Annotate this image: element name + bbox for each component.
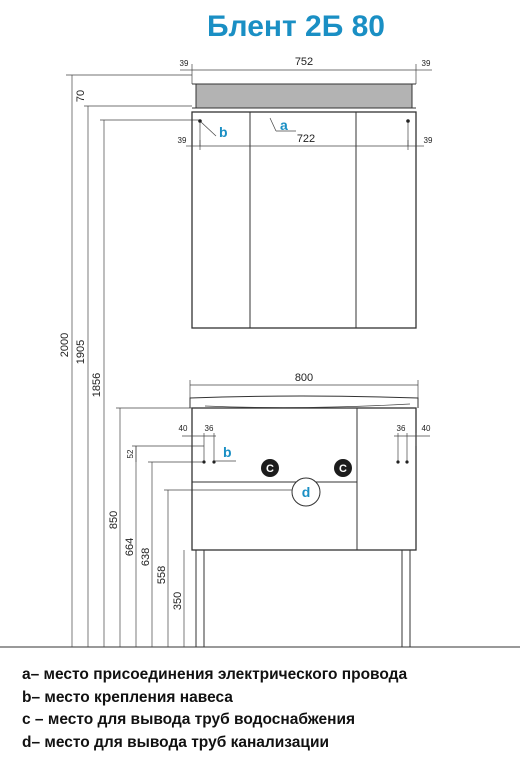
leg-right [401,549,411,648]
vanity-body [191,407,417,551]
dim-2000: 2000 [59,333,71,357]
legend: a– место присоединения электрического пр… [22,664,512,754]
vanity-countertop [189,395,419,408]
mirror-body [191,111,417,329]
drain-marker [291,477,321,507]
hanger-dot-right [406,119,410,123]
vanity-hanger-dot-4 [405,460,409,464]
vanity-hanger-dot-3 [396,460,400,464]
marker-d: d [302,484,311,500]
dim-36-left: 36 [205,424,214,433]
legend-item-c: c – место для вывода труб водоснабжения [22,711,356,728]
hanger-dot-left [198,119,202,123]
vanity-hanger-dot-2 [212,460,216,464]
vanity-cabinet: 800 40 36 b 36 40 C [179,372,431,648]
dim-39-mid-left: 39 [178,136,187,145]
dim-39-mid-right: 39 [424,136,433,145]
water-pipe-marker-right [334,459,352,477]
water-pipe-marker-left [261,459,279,477]
legend-item-d: d– место для вывода труб канализации [22,733,330,751]
legend-item-a: a– место присоединения электрического пр… [22,666,408,683]
marker-c-right: C [339,463,347,475]
product-title: Блент 2Б 80 [207,10,385,43]
dim-558: 558 [156,566,168,584]
marker-b-vanity: b [223,444,232,460]
mirror-light-panel [195,83,413,109]
dim-40-right: 40 [422,424,431,433]
dim-800: 800 [295,372,313,384]
legend-item-b: b– место крепления навеса [22,688,233,706]
dim-40-left: 40 [179,424,188,433]
dim-70: 70 [75,90,87,102]
marker-b-mirror: b [219,124,228,140]
dim-52: 52 [126,449,135,458]
dim-664: 664 [124,538,136,556]
mirror-cabinet: 752 39 39 722 39 39 b a [178,56,433,329]
dim-36-right: 36 [397,424,406,433]
dim-638: 638 [140,548,152,566]
dim-1856: 1856 [91,373,103,397]
marker-a: a [280,117,288,133]
dim-39-top-right: 39 [422,59,431,68]
dim-350: 350 [172,592,184,610]
dim-1905: 1905 [75,340,87,364]
dim-850: 850 [108,511,120,529]
technical-drawing: Блент 2Б 80 2000 1905 1856 70 850 664 63… [0,10,520,648]
leg-left [195,549,205,648]
dim-39-top-left: 39 [180,59,189,68]
vanity-hanger-dot-1 [202,460,206,464]
height-dimensions: 2000 1905 1856 70 850 664 638 558 350 52 [59,74,305,647]
dim-752: 752 [295,56,313,68]
marker-c-left: C [266,463,274,475]
dim-722: 722 [297,133,315,145]
